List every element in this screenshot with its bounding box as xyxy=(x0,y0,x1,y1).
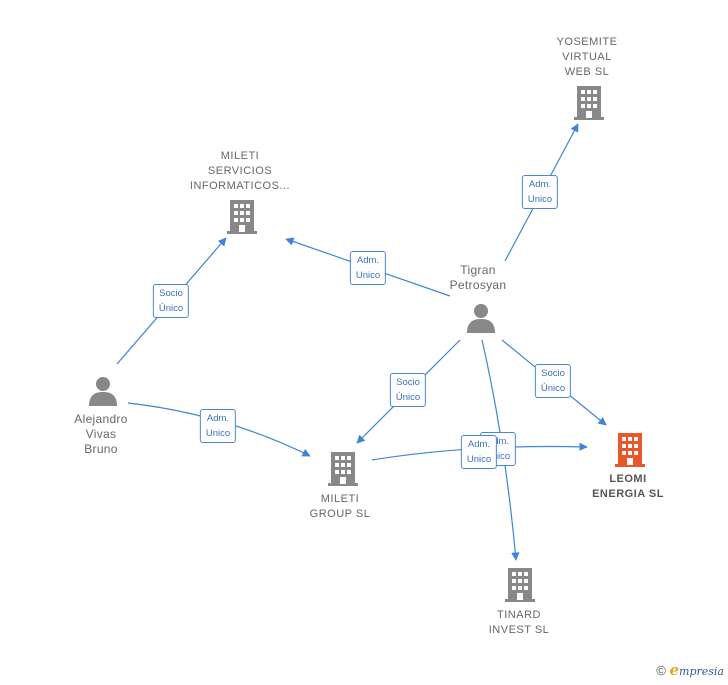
copyright-symbol: © xyxy=(656,663,666,678)
person-icon[interactable] xyxy=(88,376,118,406)
edge-label-tigran-mileti-servicios: Adm. Unico xyxy=(349,251,387,285)
node-label-tigran[interactable]: Tigran Petrosyan xyxy=(449,263,507,292)
node-label-yosemite[interactable]: YOSEMITE VIRTUAL WEB SL xyxy=(556,36,618,78)
node-label-mileti-servicios[interactable]: MILETI SERVICIOS INFORMATICOS... xyxy=(189,150,291,192)
node-label-alejandro[interactable]: Alejandro Vivas Bruno xyxy=(74,412,128,456)
building-icon[interactable] xyxy=(227,200,257,234)
node-label-tinard[interactable]: TINARD INVEST SL xyxy=(488,609,550,636)
person-icon[interactable] xyxy=(466,303,496,333)
edge-label-alejandro-mileti-group: Adm. Unico xyxy=(199,409,237,443)
node-label-mileti-group[interactable]: MILETI GROUP SL xyxy=(309,493,371,520)
building-icon[interactable] xyxy=(328,452,358,486)
edge-label-tigran-leomi: Socio Único xyxy=(534,364,572,398)
edge-label-mileti-group-leomi: Adm. Unico xyxy=(460,435,498,469)
building-icon[interactable] xyxy=(615,433,645,467)
empresia-logo[interactable]: empresia xyxy=(669,661,724,679)
edge-label-alejandro-mileti-servicios: Socio Único xyxy=(152,284,190,318)
edge-label-tigran-mileti-group: Socio Único xyxy=(389,373,427,407)
copyright-footer: © empresia xyxy=(656,661,724,679)
building-icon[interactable] xyxy=(505,568,535,602)
building-icon[interactable] xyxy=(574,86,604,120)
brand-initial: e xyxy=(669,661,680,679)
brand-rest: mpresia xyxy=(679,665,724,678)
node-label-leomi[interactable]: LEOMI ENERGIA SL xyxy=(592,473,664,500)
edge-label-tigran-yosemite: Adm. Unico xyxy=(521,175,559,209)
